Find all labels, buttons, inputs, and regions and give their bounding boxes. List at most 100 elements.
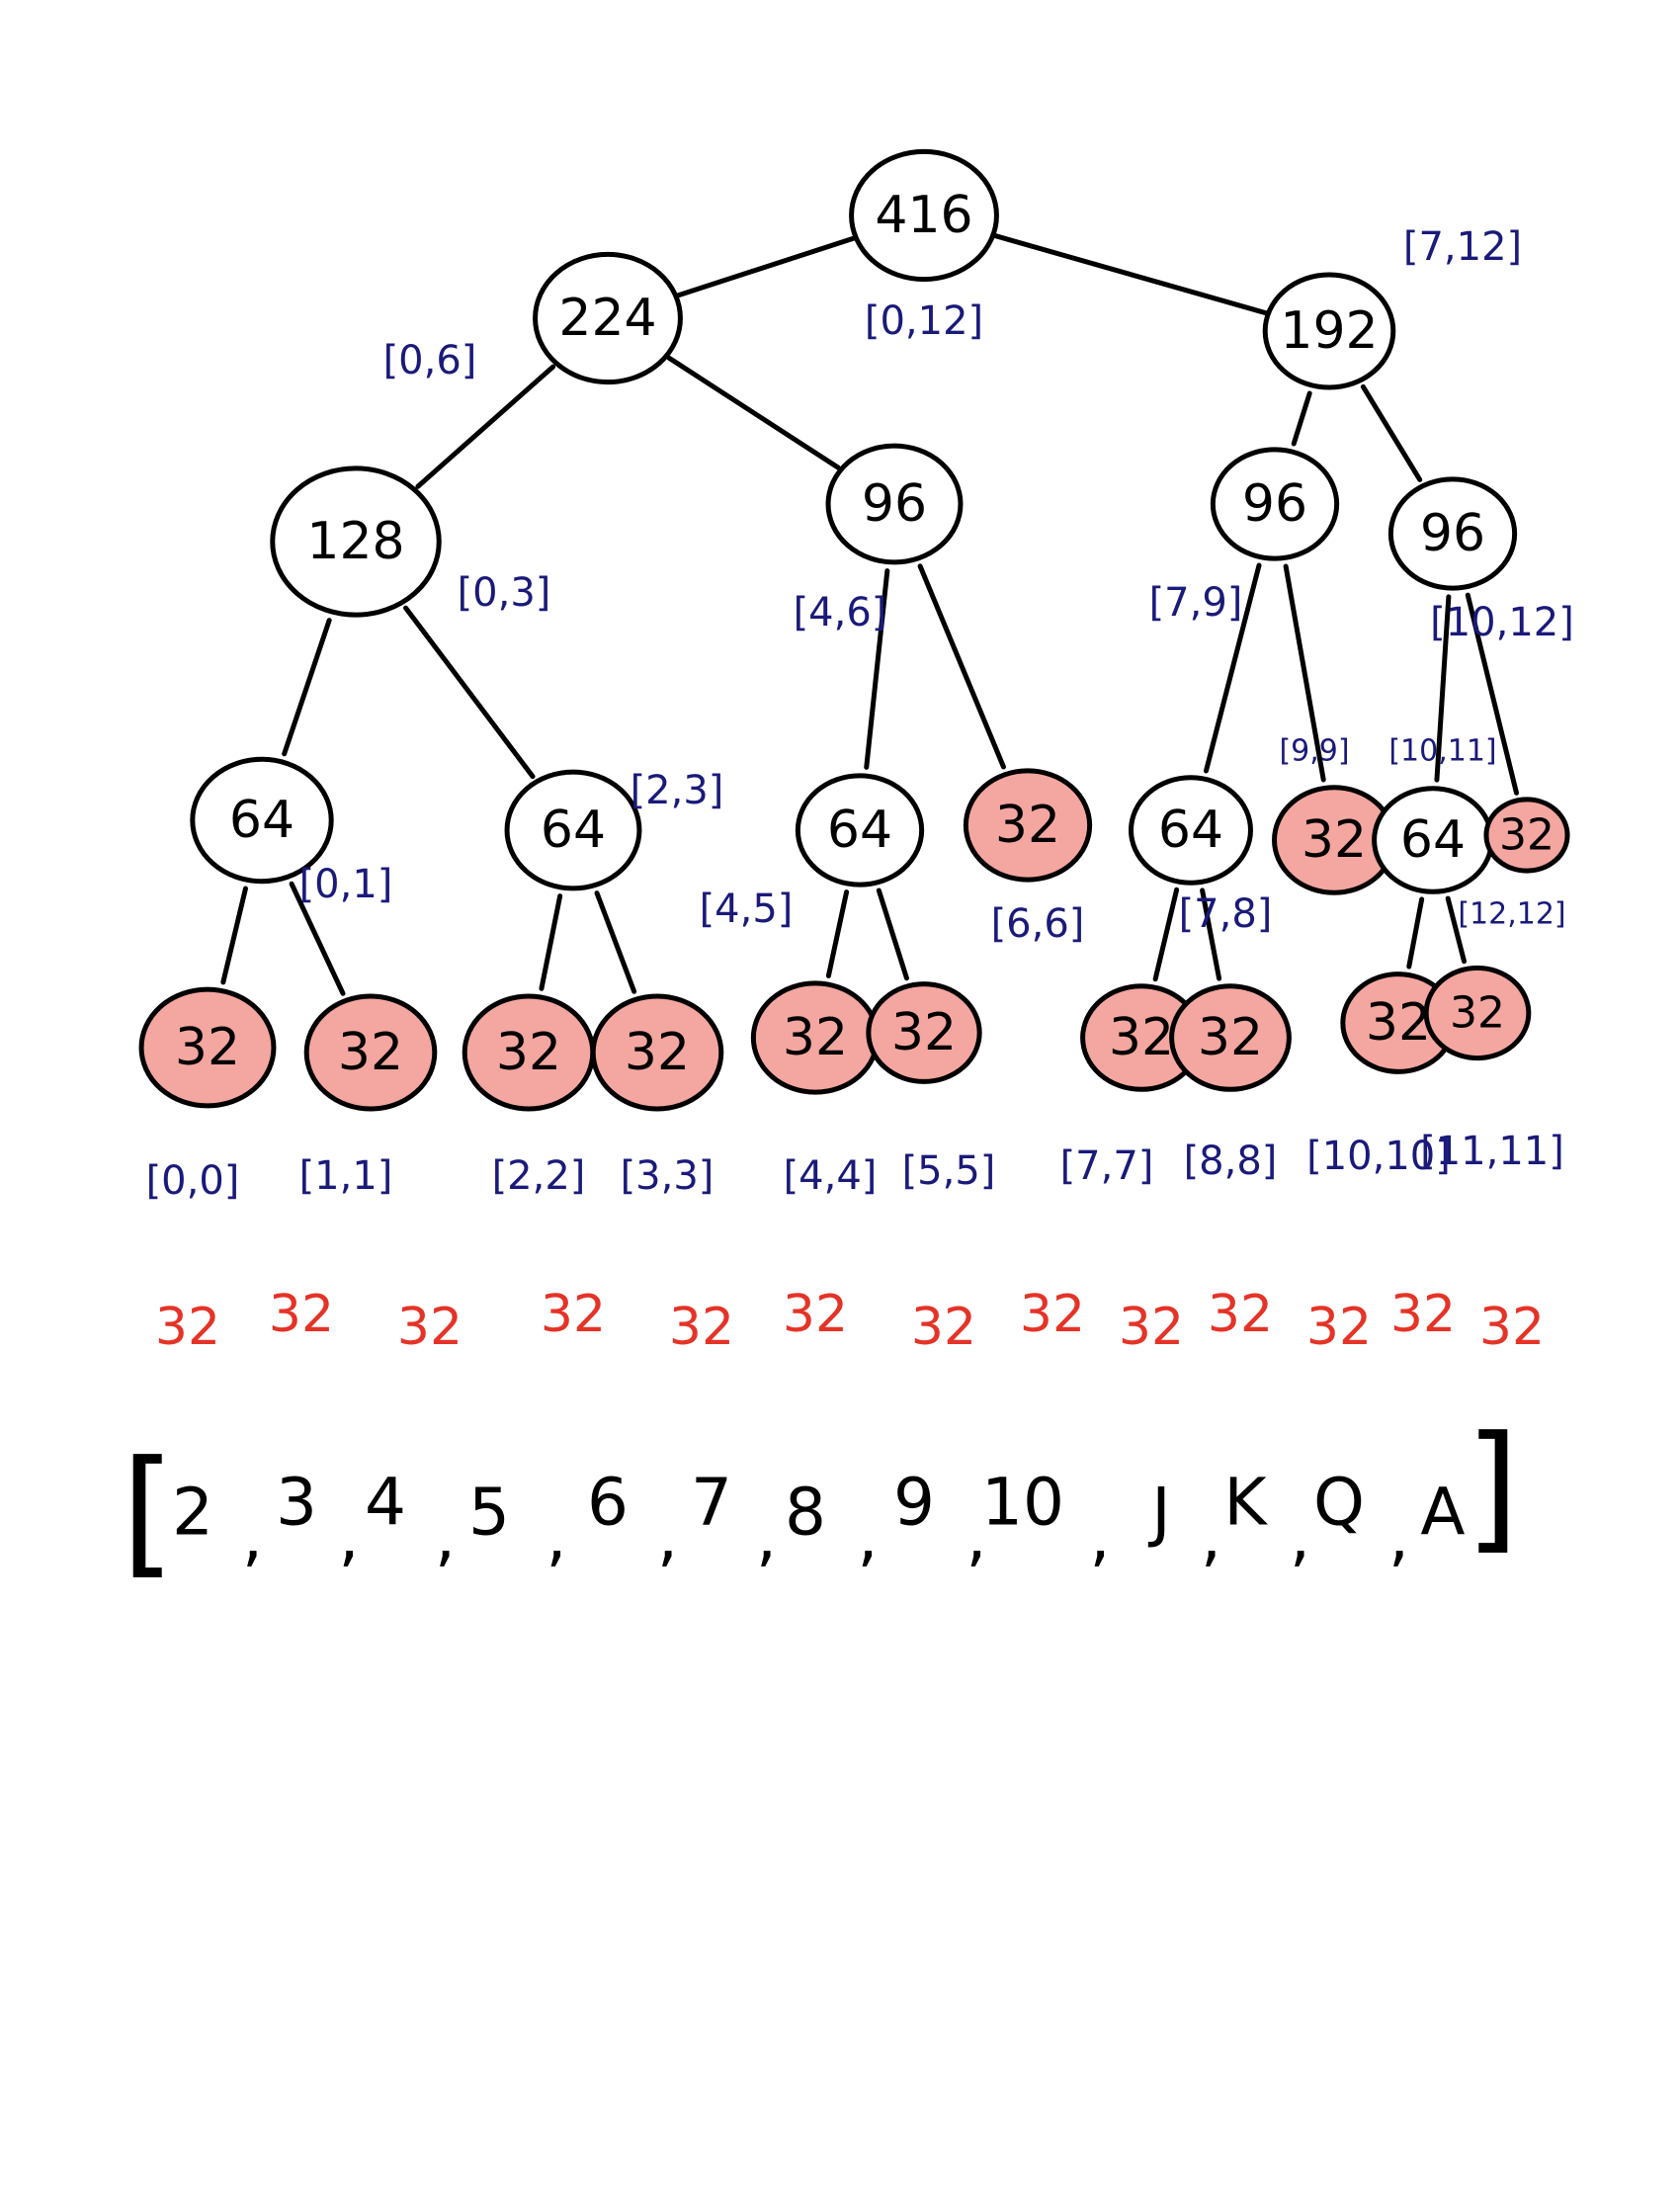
leaf-count: 32 [1479, 1298, 1545, 1357]
node-value: 96 [1242, 474, 1307, 534]
node-circle [1423, 965, 1532, 1061]
leaf-node: 32 [590, 993, 724, 1112]
tree-node: 416 [849, 148, 999, 283]
node-value: 64 [1158, 801, 1223, 860]
leaf-count: 32 [397, 1298, 462, 1357]
tree-node: 96 [1387, 476, 1518, 591]
card-value: 3 [276, 1465, 317, 1541]
leaf-count: 32 [911, 1298, 976, 1357]
node-range-label: [4,4] [784, 1153, 878, 1199]
card-value: 9 [893, 1465, 935, 1541]
tree-node: 64 [1372, 786, 1494, 894]
tree-edge-n3-n7 [282, 618, 332, 757]
node-value: 32 [1499, 810, 1554, 861]
node-range-label: [4,6] [794, 590, 887, 635]
leaf-node: 32 [462, 993, 596, 1112]
node-value: 64 [827, 801, 892, 860]
card-value: 8 [785, 1475, 826, 1551]
leaf-count: 32 [541, 1285, 606, 1344]
node-circle [1129, 775, 1253, 886]
leaf-node: 32 [866, 981, 982, 1084]
leaf-node: 32 [1169, 983, 1292, 1092]
array-separator: , [1090, 1499, 1111, 1575]
node-value: 32 [496, 1023, 561, 1082]
node-range-label: [0,12] [865, 298, 983, 344]
array-separator: , [1290, 1499, 1310, 1575]
node-range-label: [3,3] [621, 1153, 714, 1199]
node-circle [1169, 983, 1292, 1092]
card-value: K [1223, 1465, 1268, 1541]
node-value: 32 [1198, 1008, 1263, 1067]
card-value: Q [1313, 1465, 1365, 1541]
node-circle [190, 756, 334, 885]
node-circle [1210, 447, 1340, 561]
card-value: 5 [468, 1475, 510, 1551]
node-value: 128 [306, 512, 404, 571]
tree-edge-n5-n12 [1283, 563, 1326, 783]
card-value: 10 [981, 1465, 1064, 1541]
tree-edge-n3-n8 [403, 605, 536, 780]
node-value: 32 [783, 1008, 848, 1067]
leaf-node: 32 [750, 980, 881, 1095]
node-range-label: [5,5] [902, 1148, 996, 1194]
node-range-label: [7,9] [1149, 580, 1243, 626]
tree-node: 128 [270, 465, 442, 618]
node-value: 32 [1109, 1008, 1174, 1067]
node-circle [849, 148, 999, 283]
node-range-label: [7,12] [1403, 224, 1522, 270]
node-range-label: [11,11] [1420, 1129, 1564, 1174]
tree-edge-n6-n13 [1434, 594, 1452, 783]
node-value: 96 [862, 474, 927, 534]
node-circle [795, 773, 925, 888]
leaf-count: 32 [1208, 1285, 1273, 1344]
node-circle [1387, 476, 1518, 591]
card-value: 6 [587, 1465, 629, 1541]
array-separator: , [1201, 1499, 1221, 1575]
tree-edge-n4-n10 [917, 563, 1006, 770]
node-value: 32 [1450, 988, 1505, 1039]
node-range-label: [2,2] [492, 1153, 586, 1199]
tree-edge-n8-n18 [594, 890, 637, 994]
tree-edge-n9-n19 [825, 889, 850, 978]
node-circle [138, 986, 277, 1109]
tree-edge-n5-n11 [1203, 562, 1262, 774]
leaf-node: 32 [303, 993, 438, 1112]
leaf-node: 32 [1423, 965, 1532, 1061]
tree-node: 64 [1129, 775, 1253, 886]
card-value: A [1420, 1475, 1465, 1551]
tree-edge-n9-n20 [876, 888, 909, 981]
tree-edge-n7-n16 [289, 881, 346, 996]
node-value: 32 [625, 1023, 690, 1082]
node-range-label: [2,3] [630, 768, 724, 813]
node-circle [866, 981, 982, 1084]
tree-edge-n2-n6 [1360, 383, 1423, 482]
leaf-count: 32 [1306, 1298, 1372, 1357]
tree-edge-n0-n2 [991, 232, 1270, 316]
node-circle [1262, 272, 1396, 390]
tree-edge-n13-n24 [1445, 895, 1468, 965]
node-range-label: [9,9] [1279, 734, 1349, 769]
array-close-bracket: ] [1466, 1407, 1520, 1568]
array-separator: , [435, 1499, 456, 1575]
array-separator: , [242, 1499, 263, 1575]
leaf-node: 32 [138, 986, 277, 1109]
leaf-count: 32 [155, 1298, 220, 1357]
node-range-label: [0,6] [383, 338, 477, 383]
card-array: [2,3,4,5,6,7,8,9,10,J,K,Q,A] [122, 1407, 1520, 1593]
tree-edge-n7-n15 [220, 886, 248, 985]
leaf-count: 32 [669, 1298, 734, 1357]
leaf-node: 32 [1483, 797, 1570, 874]
node-value: 32 [175, 1018, 240, 1077]
node-range-label: [10,10] [1306, 1134, 1451, 1179]
array-separator: , [756, 1499, 777, 1575]
node-circle [963, 768, 1093, 883]
node-range-label: [6,6] [991, 901, 1085, 947]
node-range-label: [0,1] [299, 862, 393, 907]
tree-node: 64 [190, 756, 334, 885]
tree-node: 224 [533, 251, 683, 385]
node-value: 32 [1366, 993, 1431, 1053]
node-value: 64 [541, 801, 606, 860]
tree-node: 96 [825, 443, 964, 565]
